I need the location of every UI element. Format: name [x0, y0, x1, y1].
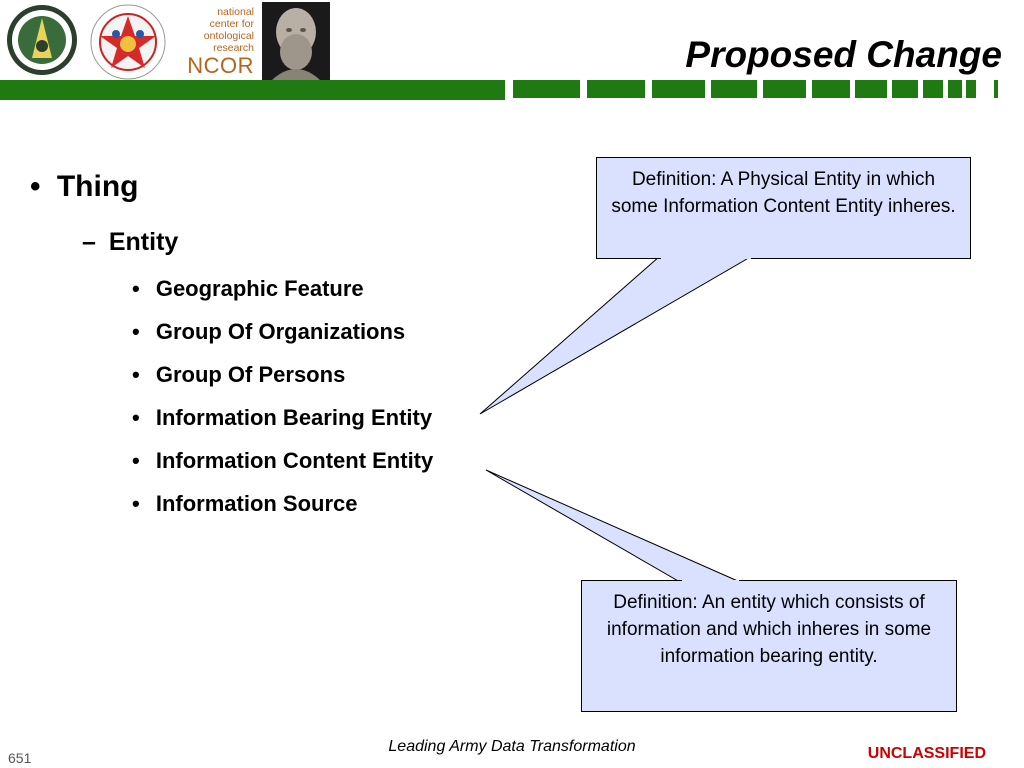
- outline-level1-item: • Thing: [30, 170, 139, 203]
- callout-top-pointer: [479, 255, 754, 415]
- sec-cecom-seal-icon: [90, 4, 166, 80]
- bullet-icon: •: [132, 448, 140, 473]
- slide-title: Proposed Change: [685, 34, 1002, 75]
- army-cio-g6-seal-icon: [6, 4, 78, 76]
- bullet-icon: •: [132, 362, 140, 387]
- list-item: • Geographic Feature: [132, 276, 364, 301]
- page-number: 651: [8, 750, 32, 766]
- definition-callout-bottom: Definition: An entity which consists of …: [581, 580, 957, 712]
- bullet-icon: •: [132, 319, 140, 344]
- list-item: • Information Bearing Entity: [132, 405, 433, 430]
- list-item: • Group Of Persons: [132, 362, 346, 387]
- bullet-icon: •: [132, 276, 140, 301]
- list-item: • Information Content Entity: [132, 448, 434, 473]
- definition-callout-top: Definition: A Physical Entity in which s…: [596, 157, 971, 259]
- callout-top-joint: [661, 256, 751, 259]
- aristotle-bust-icon: [262, 2, 330, 80]
- list-item: • Group Of Organizations: [132, 319, 406, 344]
- footer-tagline: Leading Army Data Transformation: [388, 738, 636, 755]
- bullet-icon: •: [132, 491, 140, 516]
- dash-icon: –: [82, 228, 96, 256]
- bullet-icon: •: [132, 405, 140, 430]
- callout-bottom-joint: [682, 580, 739, 583]
- header-divider-bar: [0, 80, 1010, 100]
- bullet-icon: •: [30, 170, 41, 203]
- ncor-wordmark: national center for ontological research…: [187, 6, 254, 78]
- outline-level2-item: – Entity: [82, 228, 179, 256]
- classification-label: UNCLASSIFIED: [867, 745, 986, 762]
- callout-bottom-pointer: [485, 469, 741, 583]
- list-item: • Information Source: [132, 491, 358, 516]
